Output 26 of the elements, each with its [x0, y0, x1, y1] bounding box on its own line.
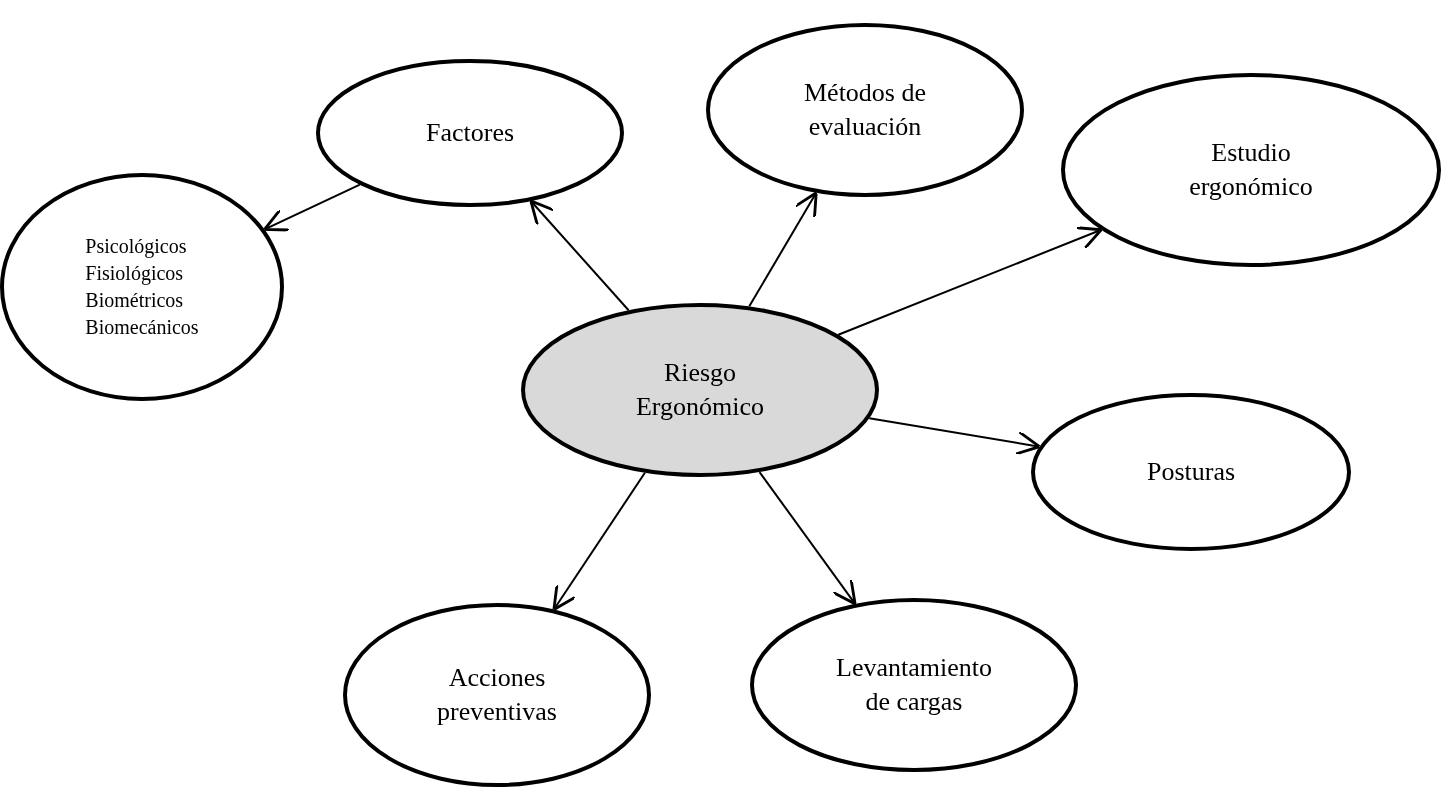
arrow — [529, 199, 630, 312]
node-label: Acciones preventivas — [436, 662, 558, 728]
ellipse-node — [706, 23, 1024, 197]
list-item: Biomecánicos — [85, 315, 199, 340]
node-label: Métodos de evaluación — [802, 77, 927, 143]
ellipse-node — [1061, 73, 1441, 267]
ellipse-node — [316, 59, 624, 207]
list-item: Psicológicos — [85, 234, 187, 260]
node-label: Levantamiento de cargas — [835, 652, 993, 718]
arrow — [837, 226, 1103, 336]
ellipse-node — [521, 303, 879, 477]
ellipse-node — [343, 603, 651, 787]
node-label: Posturas — [1146, 456, 1236, 488]
list-item: Fisiológicos — [85, 261, 184, 287]
node-label: Factores — [425, 117, 515, 149]
node-label: Riesgo Ergonómico — [634, 357, 766, 423]
arrow — [868, 417, 1041, 456]
ellipse-node — [750, 598, 1078, 772]
arrow — [758, 471, 857, 606]
arrow — [263, 183, 361, 232]
ellipse-node — [1031, 393, 1351, 551]
arrow — [552, 471, 646, 611]
arrow — [748, 191, 818, 308]
node-label: Estudio ergonómico — [1188, 137, 1314, 203]
list-item: Biométricos — [85, 288, 184, 313]
ellipse-node — [0, 173, 284, 401]
